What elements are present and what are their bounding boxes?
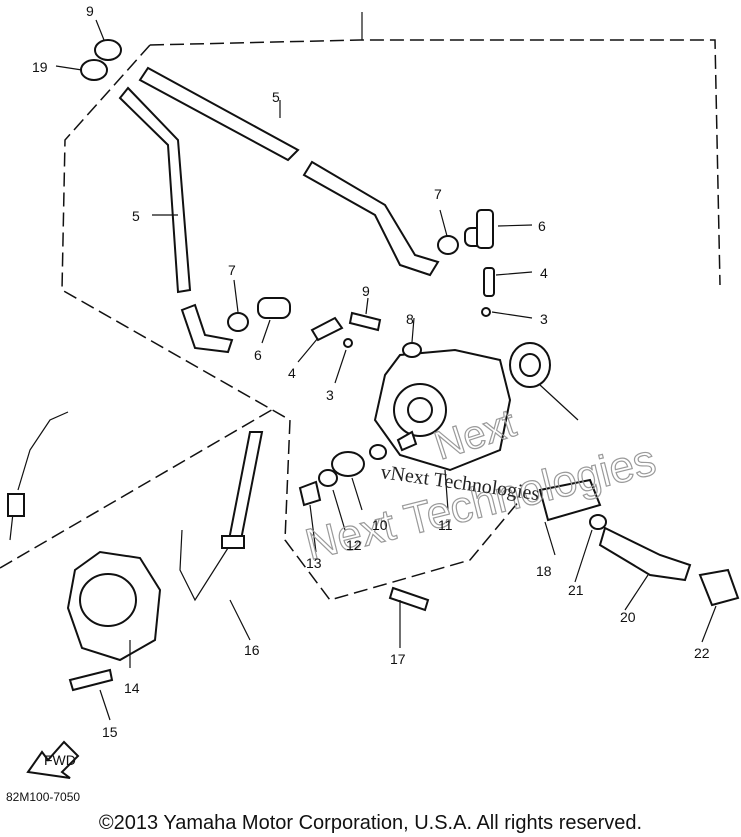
- hose-part: [118, 66, 440, 354]
- cap-part: [80, 39, 122, 81]
- callout-labels: 9 19 5 5 7 6 7 6 4 3 9 4 3 8 10 11 12 13 18 21 20 22 17 16 14 15: [32, 3, 710, 740]
- sensor-part: [179, 431, 264, 602]
- callout-9: 9: [362, 283, 370, 299]
- callout-8: 8: [406, 311, 414, 327]
- sensor-dashed-frame: [0, 407, 276, 569]
- callout-21: 21: [568, 582, 584, 598]
- callout-3: 3: [540, 311, 548, 327]
- bolt-15-part: [68, 668, 114, 692]
- callout-6: 6: [538, 218, 546, 234]
- spring-part: [310, 267, 495, 348]
- oil-seal-part: [509, 342, 551, 388]
- cover-part: [66, 550, 162, 662]
- diagram-code: 82M100-7050: [6, 790, 81, 804]
- callout-19: 19: [32, 59, 48, 75]
- oil-pump-body: [373, 342, 512, 472]
- callout-22: 22: [694, 645, 710, 661]
- sensor-wire: [9, 411, 69, 541]
- callout-15: 15: [102, 724, 118, 740]
- parts-diagram: FWD Next Next Technologies vNext Technol…: [0, 3, 740, 779]
- callout-7: 7: [228, 262, 236, 278]
- callout-3: 3: [326, 387, 334, 403]
- bolt-17-part: [388, 586, 430, 612]
- callout-11: 11: [438, 517, 453, 533]
- callout-4: 4: [540, 265, 548, 281]
- copyright-notice: ©2013 Yamaha Motor Corporation, U.S.A. A…: [98, 812, 643, 834]
- callout-14: 14: [124, 680, 140, 696]
- callout-13: 13: [306, 555, 322, 571]
- callout-5: 5: [132, 208, 140, 224]
- callout-9: 9: [86, 3, 94, 19]
- callout-12: 12: [346, 537, 362, 553]
- callout-4: 4: [288, 365, 296, 381]
- bolt-part: [348, 311, 382, 332]
- forward-label: FWD: [44, 752, 76, 768]
- callout-6: 6: [254, 347, 262, 363]
- callout-7: 7: [434, 186, 442, 202]
- drive-shaft-part: [538, 478, 740, 607]
- callout-20: 20: [620, 609, 636, 625]
- assembly-dashed-frame: [61, 39, 721, 601]
- forward-arrow-icon: FWD: [26, 740, 80, 779]
- fitting-part: [227, 209, 494, 332]
- callout-18: 18: [536, 563, 552, 579]
- washer-part: [298, 444, 387, 507]
- callout-16: 16: [244, 642, 260, 658]
- callout-5: 5: [272, 89, 280, 105]
- callout-10: 10: [372, 517, 388, 533]
- callout-17: 17: [390, 651, 406, 667]
